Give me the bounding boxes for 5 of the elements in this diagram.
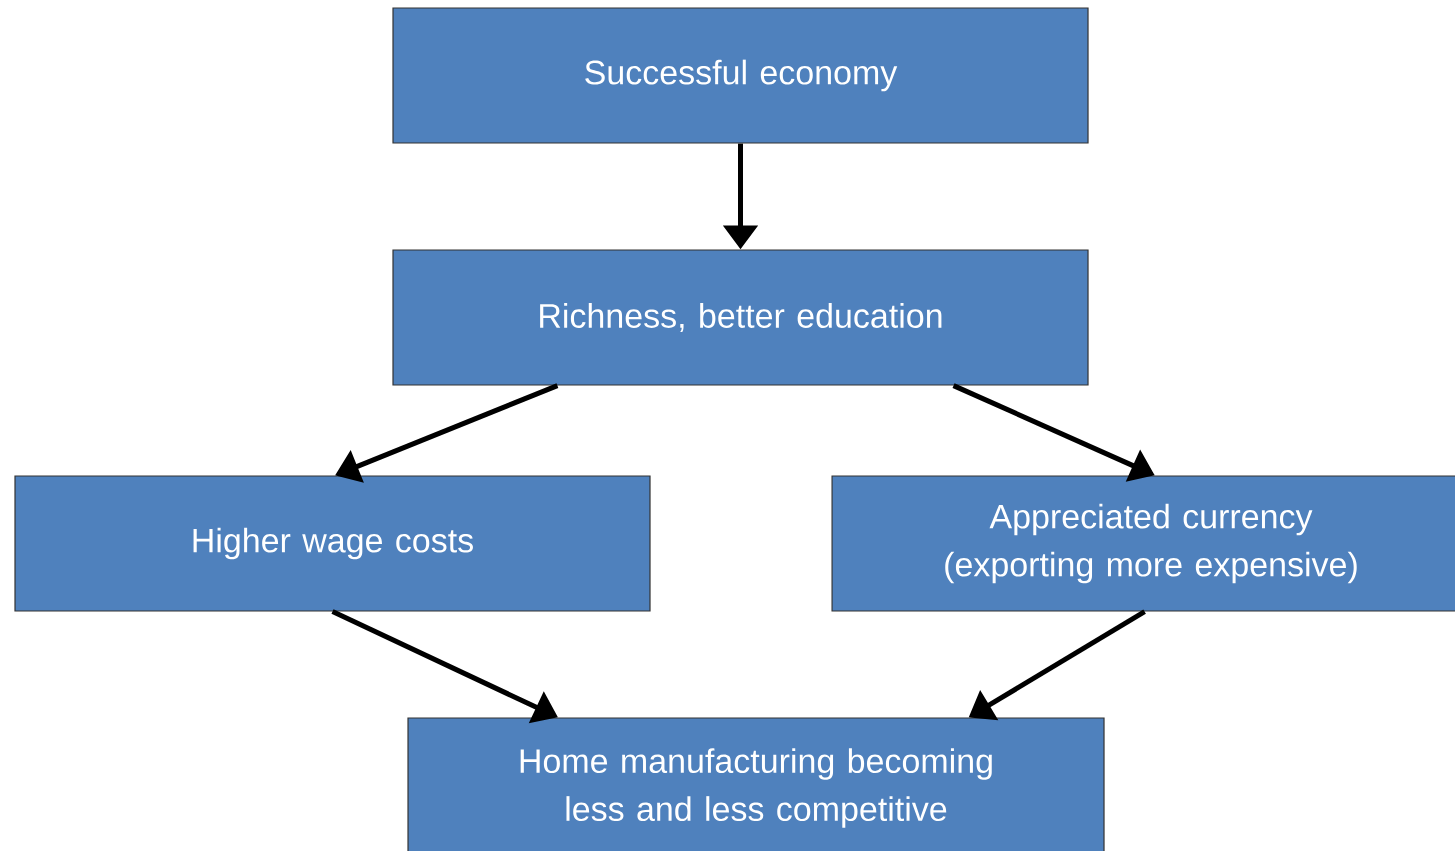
process-box: Successful economy [392,7,1089,144]
process-box: Home manufacturing becoming less and less competitive [407,717,1105,851]
process-box: Higher wage costs [14,475,651,612]
process-box: Appreciated currency (exporting more expensive) [831,475,1455,612]
process-box: Richness, better education [392,249,1089,386]
